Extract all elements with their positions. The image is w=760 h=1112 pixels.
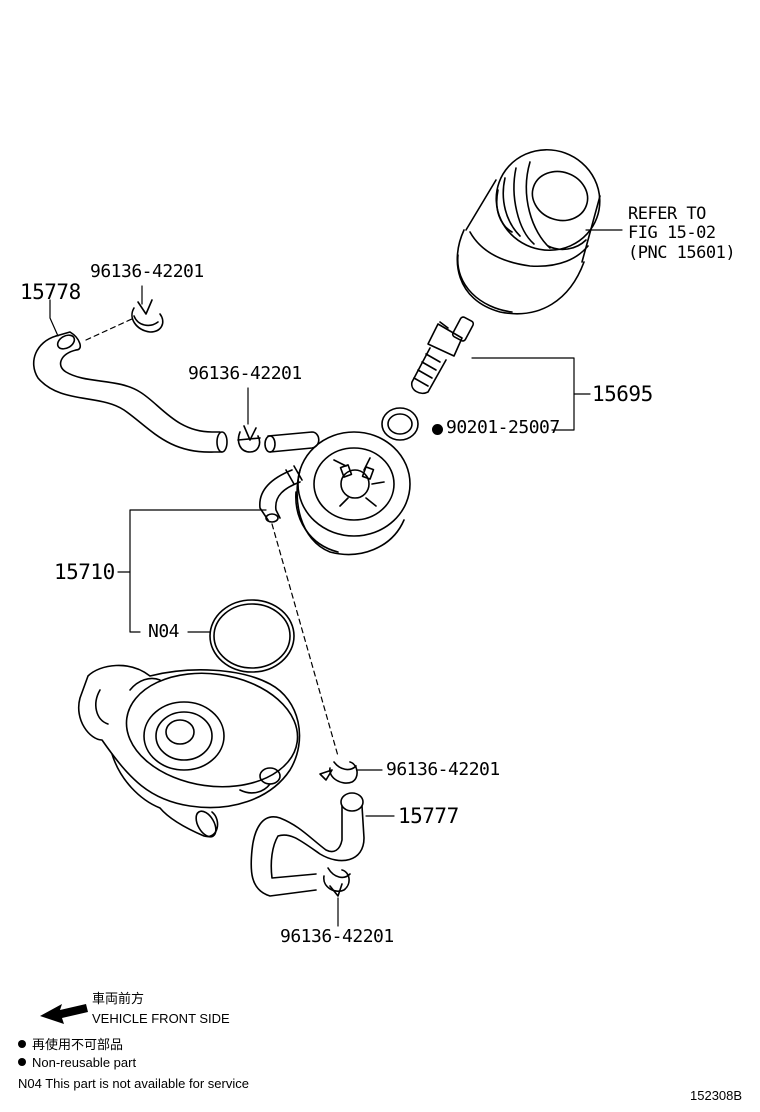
- clip-d-drawing: [323, 867, 351, 897]
- union-bolt-drawing: [410, 316, 475, 395]
- hose-15777-drawing: [250, 792, 365, 897]
- clip-c-drawing: [319, 761, 358, 784]
- part-number-96136-clip-d: 96136-42201: [280, 926, 394, 947]
- oil-cooler-drawing: [259, 431, 411, 556]
- part-number-15695: 15695: [592, 382, 653, 406]
- oil-filter-drawing: [456, 148, 601, 315]
- clip-b-drawing: [237, 425, 261, 453]
- part-number-96136-clip-b: 96136-42201: [188, 363, 302, 384]
- vehicle-front-arrow-icon: [40, 1004, 88, 1024]
- part-number-15710: 15710: [54, 560, 115, 584]
- clip-a-drawing: [131, 299, 164, 333]
- part-number-15778: 15778: [20, 280, 81, 304]
- refer-to-line1: REFER TO: [628, 204, 706, 224]
- o-ring-n04-drawing: [209, 599, 295, 673]
- part-number-96136-clip-c: 96136-42201: [386, 759, 500, 780]
- non-reusable-marker-icon: [432, 424, 443, 435]
- part-number-n04: N04: [148, 621, 180, 642]
- legend-nonreusable-en: Non-reusable part: [32, 1055, 137, 1070]
- dashed-reference-lines: [85, 317, 339, 757]
- legend-direction-en: VEHICLE FRONT SIDE: [92, 1011, 230, 1026]
- cooler-cover-drawing: [77, 664, 301, 838]
- legend-nonreusable-ja-row: 再使用不可部品: [18, 1037, 123, 1053]
- legend-n04-note: N04 This part is not available for servi…: [18, 1076, 249, 1091]
- refer-to-line2: FIG 15-02: [628, 223, 716, 243]
- hose-15778-drawing: [32, 331, 228, 453]
- legend-nonreusable-en-row: Non-reusable part: [18, 1055, 136, 1071]
- leader-lines: [49, 229, 623, 927]
- gasket-ring-drawing: [381, 407, 419, 441]
- bullet-icon: [18, 1040, 26, 1048]
- bullet-icon: [18, 1058, 26, 1066]
- legend-direction-ja: 車両前方: [92, 991, 145, 1006]
- part-number-96136-clip-a: 96136-42201: [90, 261, 204, 282]
- part-number-90201: 90201-25007: [446, 417, 560, 438]
- refer-to-line3: (PNC 15601): [628, 243, 736, 263]
- figure-number: 152308B: [690, 1088, 743, 1103]
- part-number-15777: 15777: [398, 804, 459, 828]
- legend-nonreusable-ja: 再使用不可部品: [32, 1037, 124, 1052]
